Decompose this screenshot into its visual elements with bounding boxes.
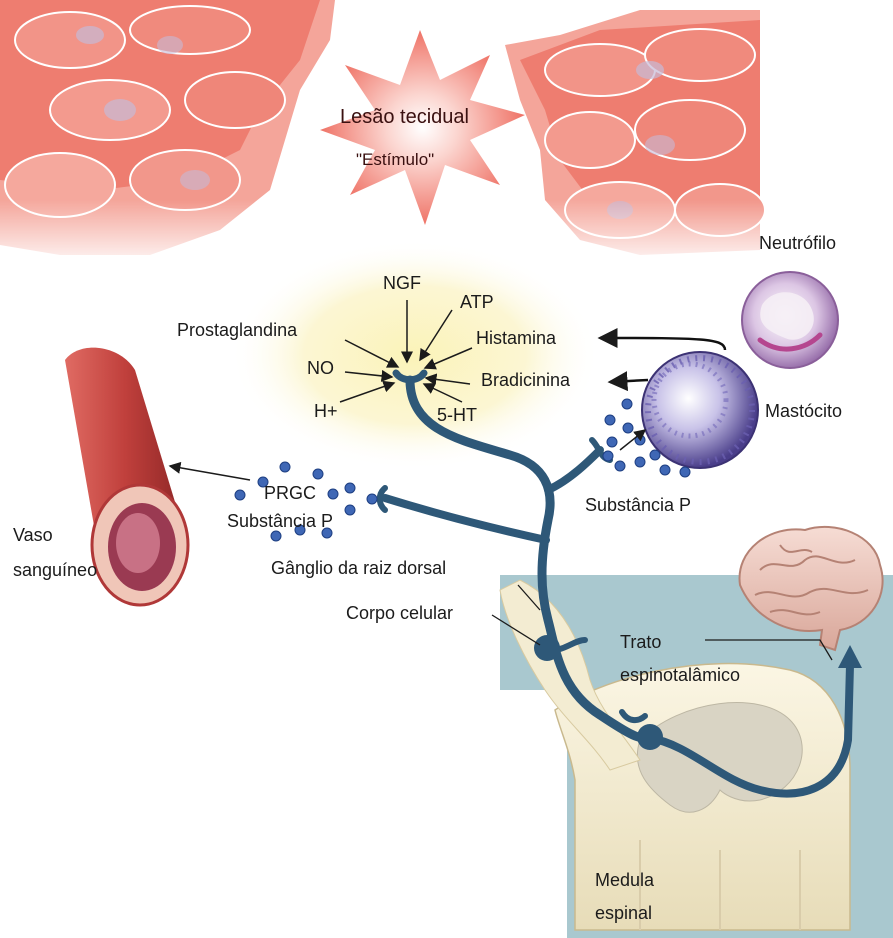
label-medula: Medula	[595, 870, 654, 891]
dorsal-horn-neuron	[637, 724, 663, 750]
label-prgc: PRGC	[264, 483, 316, 504]
tissue-left	[0, 0, 340, 270]
label-vaso: Vaso	[13, 525, 53, 546]
label-prostaglandina: Prostaglandina	[177, 320, 297, 341]
label-mastocito: Mastócito	[765, 401, 842, 422]
label-no: NO	[307, 358, 334, 379]
label-sanguineo: sanguíneo	[13, 560, 97, 581]
label-substancia-p-right: Substância P	[585, 495, 691, 516]
tissue-right	[500, 10, 770, 270]
label-substancia-p-left: Substância P	[227, 511, 333, 532]
mast-cell	[642, 352, 758, 468]
label-corpo-celular: Corpo celular	[346, 603, 453, 624]
neutrophil-cell	[742, 272, 838, 368]
label-neutrofilo: Neutrófilo	[759, 233, 836, 254]
ganglion-cell-body	[534, 635, 560, 661]
label-h-plus: H+	[314, 401, 338, 422]
label-atp: ATP	[460, 292, 494, 313]
label-lesao-tecidual: Lesão tecidual	[340, 106, 469, 129]
label-trato: Trato	[620, 632, 661, 653]
label-bradicinina: Bradicinina	[481, 370, 570, 391]
label-estimulo: "Estímulo"	[356, 150, 434, 170]
label-5ht: 5-HT	[437, 405, 477, 426]
label-ngf: NGF	[383, 273, 421, 294]
label-ganglio-raiz-dorsal: Gânglio da raiz dorsal	[271, 558, 446, 579]
label-espinal: espinal	[595, 903, 652, 924]
label-histamina: Histamina	[476, 328, 556, 349]
label-espinotalamico: espinotalâmico	[620, 665, 740, 686]
dots-to-vessel-arrow	[170, 466, 250, 480]
